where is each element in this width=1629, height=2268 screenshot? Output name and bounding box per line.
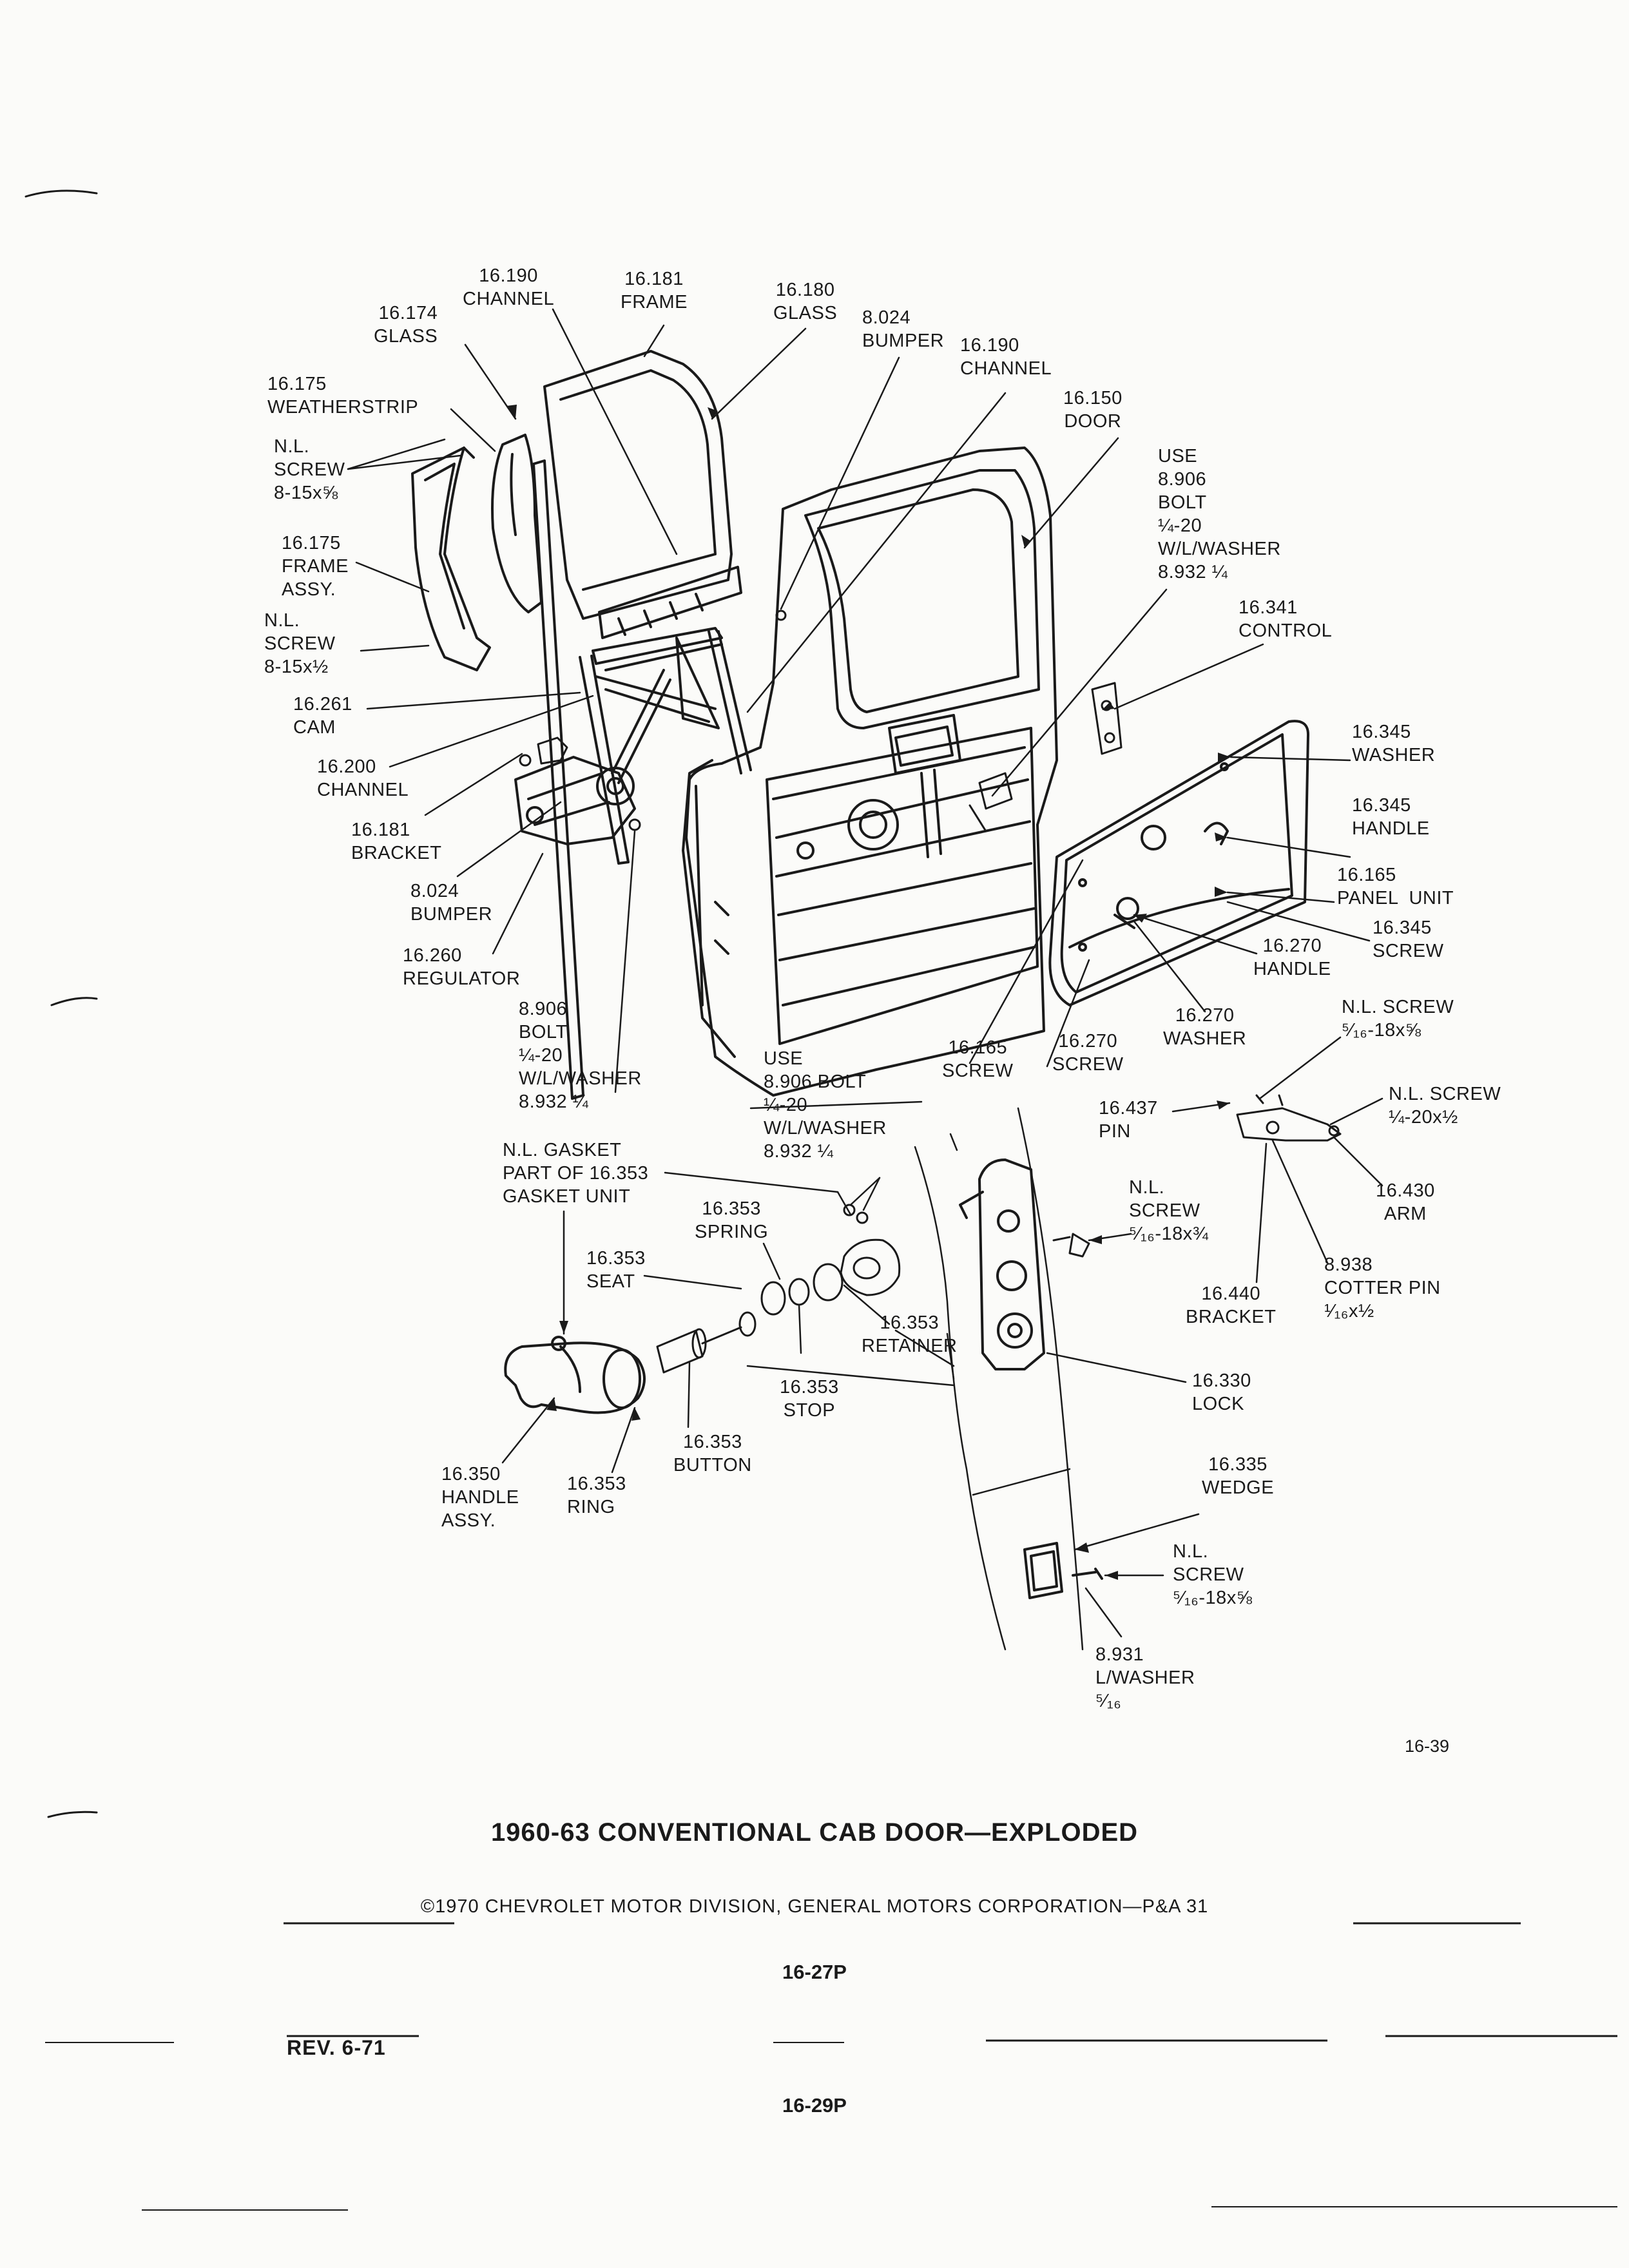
leader-lines [347, 308, 1383, 1638]
rule-lines [45, 1922, 1617, 2211]
divider-channel [532, 459, 584, 1100]
door-shell [682, 447, 1058, 1097]
remote-control-lever [969, 772, 1013, 832]
figure-number: 16-39 [1405, 1736, 1450, 1756]
margin-marks [24, 189, 98, 1818]
vent-window-frame [411, 447, 491, 671]
handle-button-assembly [656, 1204, 901, 1374]
leader-arrowheads [506, 405, 1231, 1580]
copyright-line: ©1970 CHEVROLET MOTOR DIVISION, GENERAL … [420, 1896, 1209, 1917]
page-number-2: 16-29P [782, 2094, 847, 2117]
door-lock [959, 1158, 1045, 1370]
regulator-gear-plate [514, 756, 636, 845]
door-edge-outline [749, 1100, 1084, 1651]
door-wedge [1023, 1542, 1103, 1599]
page-title: 1960-63 CONVENTIONAL CAB DOOR—EXPLODED [490, 1818, 1139, 1847]
vent-glass [491, 434, 543, 613]
page-number-1: 16-27P [782, 1961, 847, 1983]
window-regulator [579, 627, 752, 865]
control-bracket [1091, 682, 1123, 755]
revision-label: REV. 6-71 [287, 2036, 386, 2059]
lock-bolt [1052, 1233, 1090, 1258]
outside-handle [504, 1336, 646, 1414]
door-glass-frame [543, 350, 742, 639]
bracket-and-bumpers [519, 610, 787, 831]
door-check-arm [1236, 1094, 1342, 1142]
door-trim-panel [1048, 720, 1309, 1006]
